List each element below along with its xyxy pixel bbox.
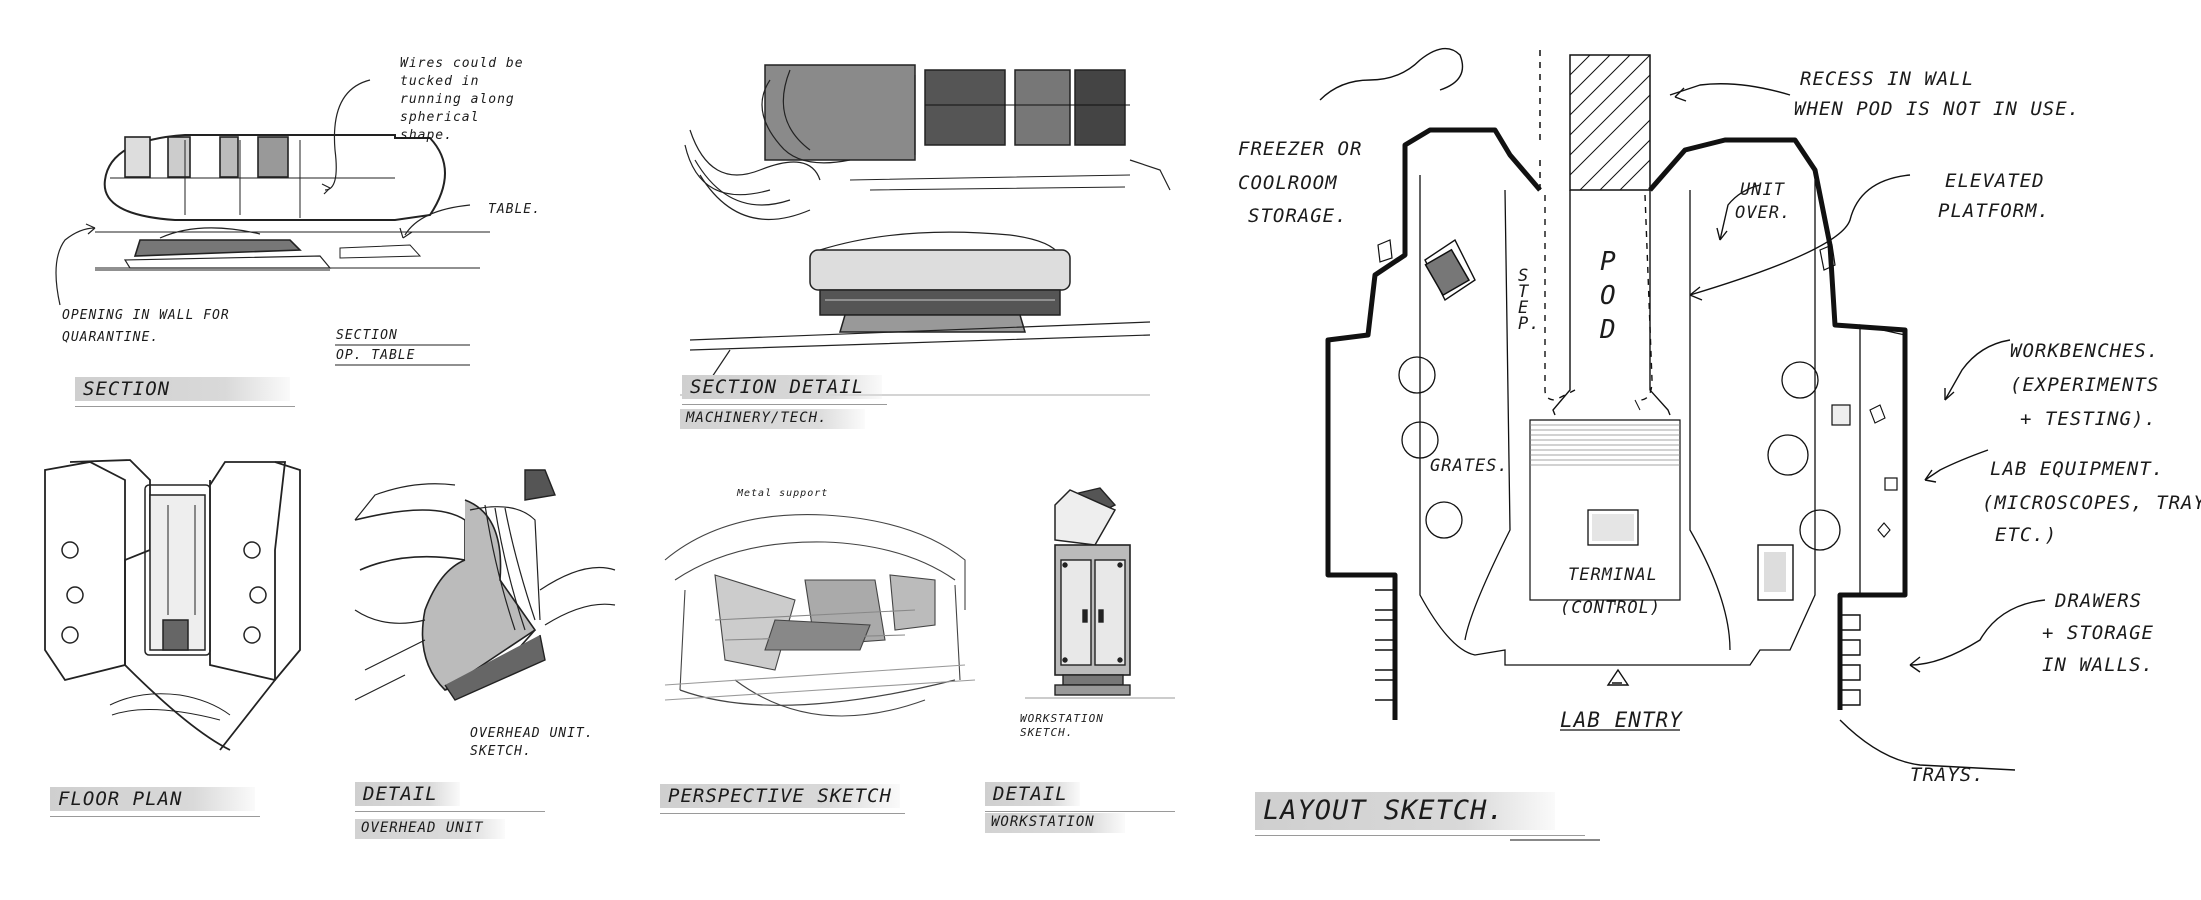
floor-plan-panel: FLOOR PLAN xyxy=(30,450,330,840)
recess-note-1: RECESS IN WALL xyxy=(1800,68,1975,90)
drawers-note-1: DRAWERS xyxy=(2055,590,2143,612)
detail-workstation-subtitle-tag: WORKSTATION xyxy=(985,812,1135,834)
perspective-title: PERSPECTIVE SKETCH xyxy=(668,785,892,807)
perspective-sketch xyxy=(664,514,976,717)
workbenches-note-3: + TESTING). xyxy=(2020,408,2157,430)
lab-entry-note: LAB ENTRY xyxy=(1560,708,1683,732)
section-detail-sketch xyxy=(680,64,1171,396)
wires-note: Wires could be tucked in running along s… xyxy=(400,56,524,143)
detail-overhead-title: DETAIL xyxy=(363,783,438,805)
section-title-tag: SECTION xyxy=(75,375,295,407)
layout-title-tag: LAYOUT SKETCH. xyxy=(1255,790,1585,836)
elevated-note-2: PLATFORM. xyxy=(1938,200,2050,222)
detail-workstation-panel: WORKSTATION SKETCH. DETAIL WORKSTATION xyxy=(985,480,1195,840)
section-title: SECTION xyxy=(83,378,171,400)
workstation-sketch xyxy=(1025,487,1175,699)
opening-note: OPENING IN WALL FOR QUARANTINE. xyxy=(62,308,230,345)
section-label-note: SECTION xyxy=(336,328,398,343)
layout-title: LAYOUT SKETCH. xyxy=(1263,795,1505,826)
freezer-note-2: COOLROOM xyxy=(1238,172,1338,194)
lab-equipment-note-3: ETC.) xyxy=(1995,524,2058,546)
layout-panel: FREEZER OR COOLROOM STORAGE. RECESS IN W… xyxy=(1220,0,2201,900)
floor-plan-title: FLOOR PLAN xyxy=(58,788,183,810)
overhead-unit-note: OVERHEAD UNIT. SKETCH. xyxy=(470,726,594,759)
section-detail-title-tag: SECTION DETAIL xyxy=(682,373,887,405)
pod-note: POD xyxy=(1600,247,1617,345)
lab-equipment-note-1: LAB EQUIPMENT. xyxy=(1990,458,2165,480)
detail-overhead-subtitle-tag: OVERHEAD UNIT xyxy=(355,818,505,840)
section-panel: Wires could be tucked in running along s… xyxy=(0,0,540,430)
detail-workstation-subtitle: WORKSTATION xyxy=(991,814,1095,830)
terminal-note-2: (CONTROL) xyxy=(1560,598,1662,618)
detail-overhead-subtitle: OVERHEAD UNIT xyxy=(361,820,484,836)
freezer-note-1: FREEZER OR xyxy=(1238,138,1363,160)
op-table-note: OP. TABLE xyxy=(336,348,416,363)
workbenches-note-2: (EXPERIMENTS xyxy=(2010,374,2160,396)
lab-equipment-note-2: (MICROSCOPES, TRAYS xyxy=(1982,492,2201,514)
section-detail-panel: SECTION DETAIL MACHINERY/TECH. xyxy=(670,50,1190,440)
section-detail-title: SECTION DETAIL xyxy=(690,376,865,398)
workstation-note: WORKSTATION SKETCH. xyxy=(1020,712,1104,739)
section-sketch xyxy=(55,79,490,366)
elevated-note-1: ELEVATED xyxy=(1945,170,2045,192)
workbenches-note-1: WORKBENCHES. xyxy=(2010,340,2160,362)
freezer-note-3: STORAGE. xyxy=(1248,205,1348,227)
section-detail-subtitle-tag: MACHINERY/TECH. xyxy=(680,408,870,430)
metal-support-note: Metal support xyxy=(737,488,829,499)
perspective-title-tag: PERSPECTIVE SKETCH xyxy=(660,782,905,814)
detail-overhead-panel: OVERHEAD UNIT. SKETCH. DETAIL OVERHEAD U… xyxy=(345,460,635,850)
grates-note: GRATES. xyxy=(1430,456,1509,476)
floor-plan-title-tag: FLOOR PLAN xyxy=(50,785,260,817)
overhead-unit-sketch xyxy=(354,469,616,701)
perspective-panel: Metal support PERSPECTIVE SKETCH xyxy=(655,470,985,840)
terminal-note-1: TERMINAL xyxy=(1568,565,1658,585)
unit-over-note-1: UNIT xyxy=(1740,180,1785,200)
drawers-note-2: + STORAGE xyxy=(2042,622,2154,644)
recess-note-2: WHEN POD IS NOT IN USE. xyxy=(1794,98,2081,120)
layout-sketch xyxy=(1319,47,2046,841)
trays-note: TRAYS. xyxy=(1910,764,1985,786)
drawers-note-3: IN WALLS. xyxy=(2042,654,2154,676)
section-detail-subtitle: MACHINERY/TECH. xyxy=(686,410,828,426)
detail-overhead-title-tag: DETAIL xyxy=(355,780,545,812)
detail-workstation-title: DETAIL xyxy=(993,783,1068,805)
floor-plan-sketch xyxy=(44,459,301,751)
step-note: STEP. xyxy=(1518,266,1541,334)
detail-workstation-title-tag: DETAIL xyxy=(985,780,1175,812)
table-note: TABLE. xyxy=(488,202,541,217)
unit-over-note-2: OVER. xyxy=(1735,203,1792,223)
